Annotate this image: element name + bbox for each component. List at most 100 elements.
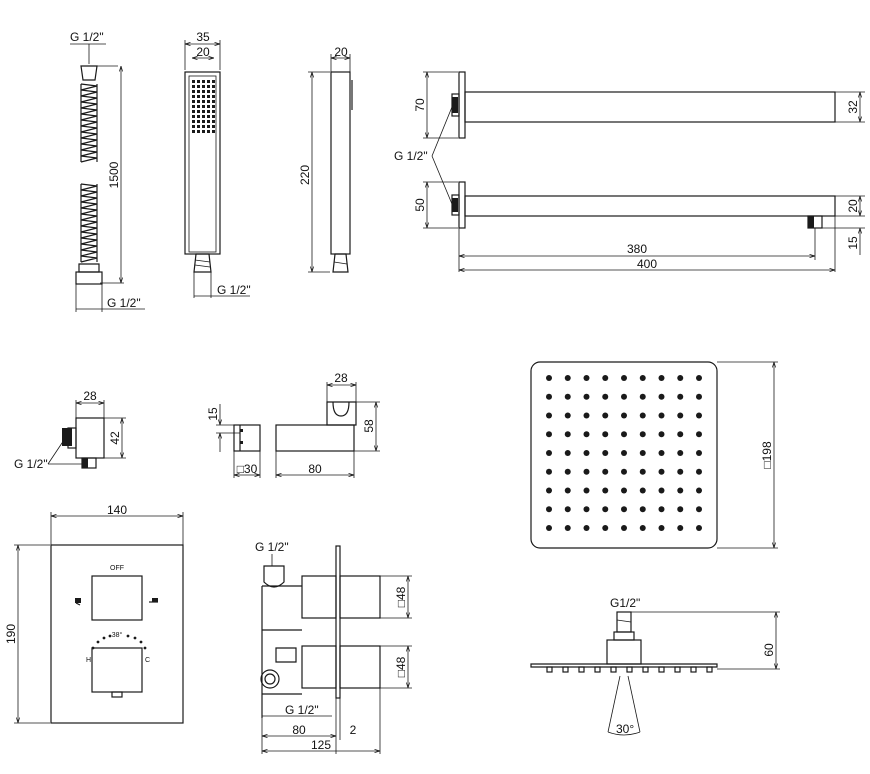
outlet-thread-label: G 1/2" bbox=[14, 457, 48, 471]
arm2-outlet-label: 15 bbox=[846, 236, 860, 250]
nozzle-dot bbox=[602, 393, 609, 400]
mixer-hot-label: H bbox=[86, 657, 91, 664]
nozzle-nub bbox=[674, 666, 681, 673]
hand-shower-outer-width-label: 35 bbox=[196, 30, 210, 44]
nozzle-dot bbox=[564, 375, 571, 381]
rain-head-side: G1/2" 30° 60 bbox=[530, 596, 780, 736]
shower-arms: 32 70 G 1/2" 20 15 50 380 400 bbox=[394, 71, 865, 272]
nozzle-nub bbox=[626, 666, 633, 673]
nozzle-dot bbox=[546, 431, 552, 438]
nozzle-dot bbox=[583, 468, 590, 475]
nozzle-dot bbox=[564, 468, 571, 475]
nozzle-dot bbox=[696, 375, 702, 381]
arms-length-total-label: 400 bbox=[637, 257, 657, 271]
mixer-front: 140 190 OFF 38° H C bbox=[4, 503, 184, 724]
nozzle-nub bbox=[610, 666, 617, 673]
nozzle-dot bbox=[583, 487, 590, 494]
mixer-side-thread-top-label: G 1/2" bbox=[255, 540, 289, 554]
arms-thread-label: G 1/2" bbox=[394, 149, 428, 163]
nozzle-dot bbox=[677, 393, 684, 400]
nozzle-dot bbox=[658, 431, 665, 438]
nozzle-dot bbox=[677, 487, 684, 494]
nozzle-dot bbox=[583, 525, 590, 531]
nozzle-dot bbox=[564, 393, 571, 400]
nozzle-dot bbox=[564, 431, 571, 438]
showerhead-icon bbox=[152, 598, 158, 602]
hand-shower-length-label: 220 bbox=[298, 165, 312, 185]
nozzle-dot bbox=[658, 393, 665, 400]
rain-head-angle-label: 30° bbox=[616, 722, 634, 736]
nozzle-dot bbox=[564, 412, 571, 419]
nozzle-dot bbox=[696, 506, 702, 513]
nozzle-dot bbox=[602, 375, 609, 381]
rain-head-top: □198 bbox=[530, 361, 778, 549]
hose-thread-bottom-label: G 1/2" bbox=[107, 296, 141, 310]
nozzle-dot bbox=[583, 393, 590, 400]
mixer-side-depth-body-label: 80 bbox=[292, 723, 306, 737]
nozzle-dot bbox=[602, 412, 609, 419]
nozzle-dot bbox=[658, 525, 665, 531]
nozzle-dot bbox=[696, 468, 702, 475]
nozzle-dot bbox=[621, 412, 627, 419]
mixer-width-label: 140 bbox=[107, 503, 127, 517]
nozzle-dot bbox=[639, 525, 646, 531]
nozzle-dot bbox=[621, 375, 627, 381]
nozzle-dot bbox=[658, 450, 665, 456]
mixer-side-square-top-label: □48 bbox=[394, 586, 408, 607]
rain-head-size-label: □198 bbox=[760, 441, 774, 469]
nozzle-dot bbox=[546, 506, 552, 513]
nozzle-dot bbox=[621, 431, 627, 438]
nozzle-dot bbox=[677, 431, 684, 438]
nozzle-dot bbox=[602, 487, 609, 494]
nozzle-grid bbox=[192, 80, 215, 133]
nozzle-dot bbox=[639, 375, 646, 381]
arm1-height-label: 70 bbox=[413, 98, 427, 112]
nozzle-dot bbox=[546, 468, 552, 475]
nozzle-dot bbox=[546, 412, 552, 419]
nozzle-dot bbox=[602, 506, 609, 513]
nozzle-dot bbox=[639, 431, 646, 438]
nozzle-dot bbox=[583, 412, 590, 419]
hose-drawing: G 1/2" G 1/2" 1500 bbox=[70, 30, 145, 312]
wall-holder: 15 □30 28 58 80 bbox=[206, 371, 380, 478]
nozzle-dot bbox=[564, 506, 571, 513]
nozzle-dot bbox=[639, 506, 646, 513]
nozzle-dot bbox=[583, 375, 590, 381]
nozzle-dot bbox=[602, 450, 609, 456]
nozzle-dot bbox=[696, 412, 702, 419]
nozzle-dot bbox=[658, 487, 665, 494]
nozzle-dot bbox=[677, 412, 684, 419]
hose-upper-coil bbox=[80, 83, 98, 163]
nozzle-dot bbox=[546, 525, 552, 531]
nozzle-dot bbox=[621, 393, 627, 400]
nozzle-dot bbox=[621, 450, 627, 456]
nozzle-dot bbox=[677, 506, 684, 513]
nozzle-dot bbox=[639, 412, 646, 419]
nozzle-dot bbox=[621, 525, 627, 531]
hand-shower-front: 35 20 G 1/2" bbox=[184, 30, 251, 298]
nozzle-nub bbox=[578, 666, 585, 673]
temperature-scale bbox=[91, 634, 147, 650]
nozzle-dot bbox=[564, 525, 571, 531]
nozzle-dot bbox=[546, 487, 552, 494]
nozzle-dot bbox=[639, 393, 646, 400]
nozzle-nub bbox=[690, 666, 697, 673]
nozzle-dot bbox=[583, 506, 590, 513]
nozzle-nub bbox=[562, 666, 569, 673]
holder-square-label: □30 bbox=[237, 462, 258, 476]
hose-lower-coil bbox=[80, 183, 98, 263]
mixer-side-depth-total-label: 125 bbox=[311, 738, 331, 752]
hose-length-label: 1500 bbox=[107, 161, 121, 188]
mixer-side-depth-plate-label: 2 bbox=[350, 723, 357, 737]
nozzle-dot bbox=[546, 450, 552, 456]
arm2-height-label: 50 bbox=[413, 198, 427, 212]
nozzle-dot bbox=[546, 393, 552, 400]
mixer-side-thread-bottom-label: G 1/2" bbox=[285, 703, 319, 717]
wall-outlet: 28 42 G 1/2" bbox=[14, 389, 126, 471]
nozzle-nub bbox=[642, 666, 649, 673]
mixer-temp-label: 38° bbox=[112, 631, 123, 639]
nozzle-dot bbox=[677, 375, 684, 381]
mixer-cold-label: C bbox=[145, 657, 150, 664]
holder-length-label: 80 bbox=[308, 462, 322, 476]
nozzle-dot bbox=[658, 412, 665, 419]
